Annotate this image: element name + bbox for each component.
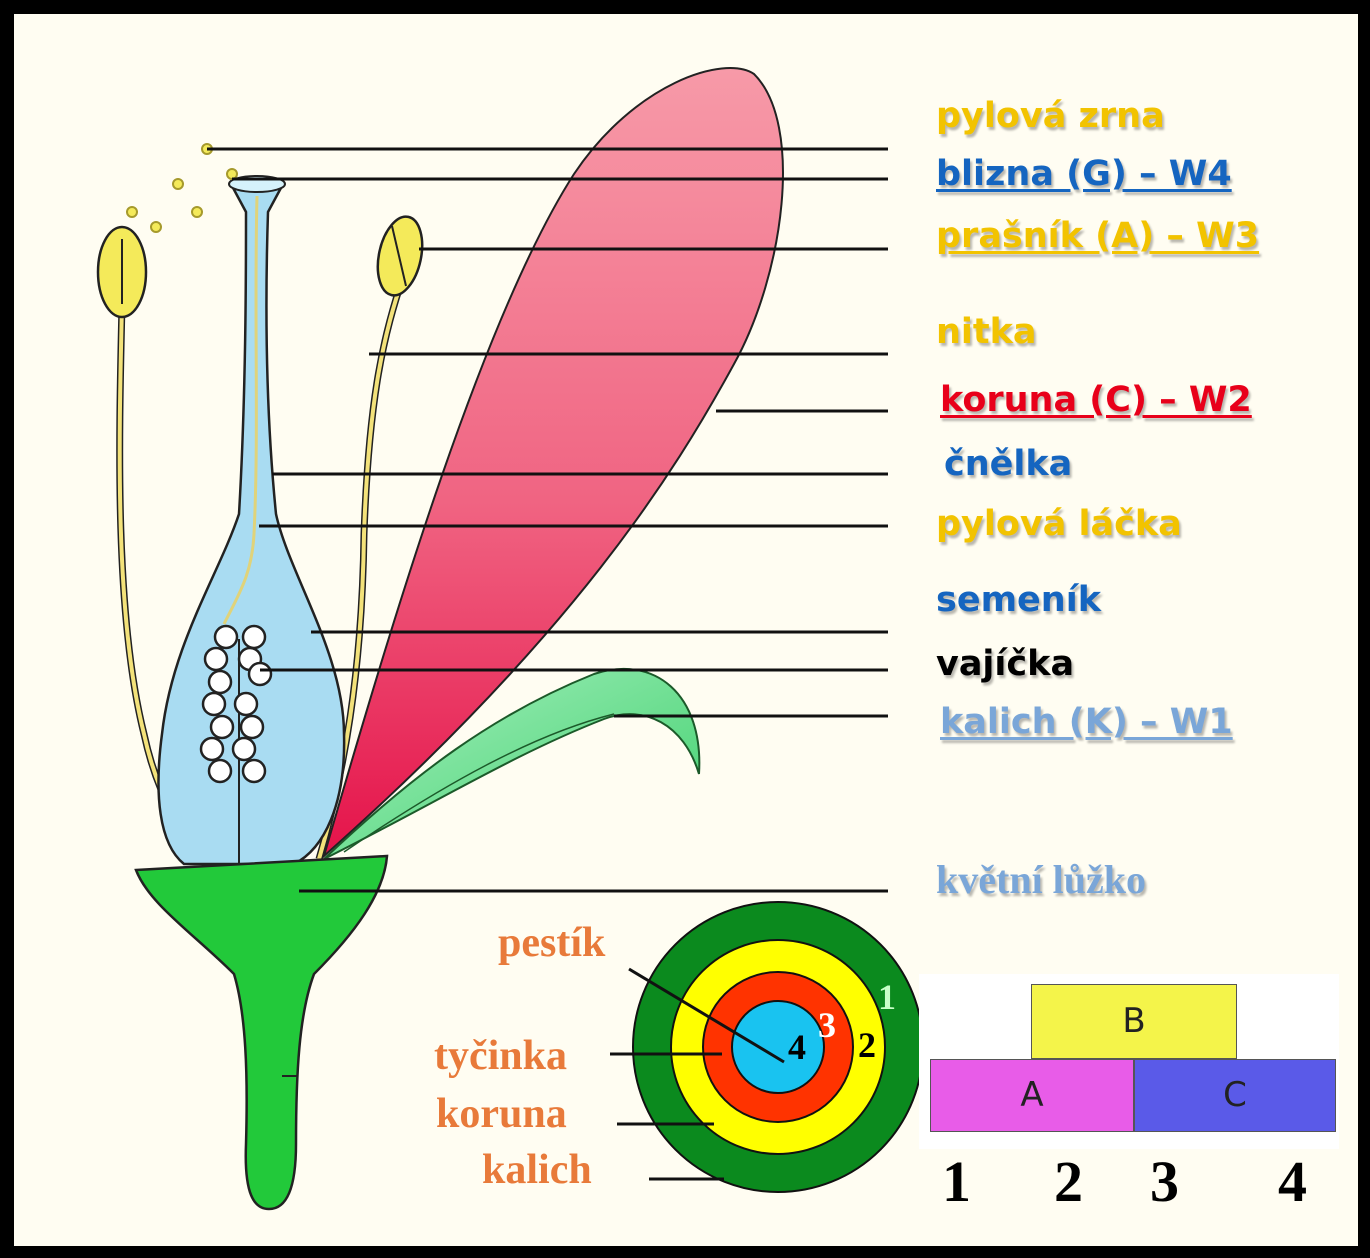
whorl-label-calyx: kalich (482, 1146, 592, 1194)
label-style: čnělka (944, 444, 1072, 484)
label-ovules: vajíčka (936, 644, 1074, 684)
abc-box-C: C (1134, 1059, 1336, 1132)
label-stigma: blizna (G) – W4 (936, 154, 1232, 194)
abc-whorl-1: 1 (942, 1148, 971, 1215)
pollen-grains (127, 144, 237, 232)
label-calyx: kalich (K) – W1 (940, 702, 1233, 742)
abc-label-A: A (931, 1060, 1133, 1131)
whorl-label-pistil: pestík (498, 919, 605, 967)
diagram-frame: pylová zrna blizna (G) – W4 prašník (A) … (14, 14, 1358, 1246)
label-anther: prašník (A) – W3 (936, 216, 1259, 256)
label-filament: nitka (936, 312, 1037, 352)
label-corolla: koruna (C) – W2 (940, 380, 1252, 420)
abc-label-C: C (1135, 1060, 1335, 1131)
whorl-label-corolla: koruna (436, 1090, 567, 1138)
abc-box-A: A (930, 1059, 1134, 1132)
ring-number-2: 2 (858, 1024, 876, 1066)
abc-whorl-3: 3 (1150, 1148, 1179, 1215)
ring-number-3: 3 (818, 1004, 836, 1046)
ring-number-1: 1 (878, 976, 896, 1018)
whorl-label-stamen: tyčinka (434, 1032, 567, 1080)
label-receptacle: květní lůžko (936, 856, 1146, 903)
abc-whorl-4: 4 (1278, 1148, 1307, 1215)
label-ovary: semeník (936, 580, 1101, 620)
label-pollen-tube: pylová láčka (936, 504, 1182, 544)
abc-box-B: B (1031, 984, 1237, 1059)
whorl-rings (633, 902, 923, 1192)
label-pollen-grains: pylová zrna (936, 96, 1165, 136)
ring-number-4: 4 (788, 1026, 806, 1068)
abc-label-B: B (1032, 985, 1236, 1058)
receptacle (136, 856, 387, 1209)
abc-whorl-2: 2 (1054, 1148, 1083, 1215)
